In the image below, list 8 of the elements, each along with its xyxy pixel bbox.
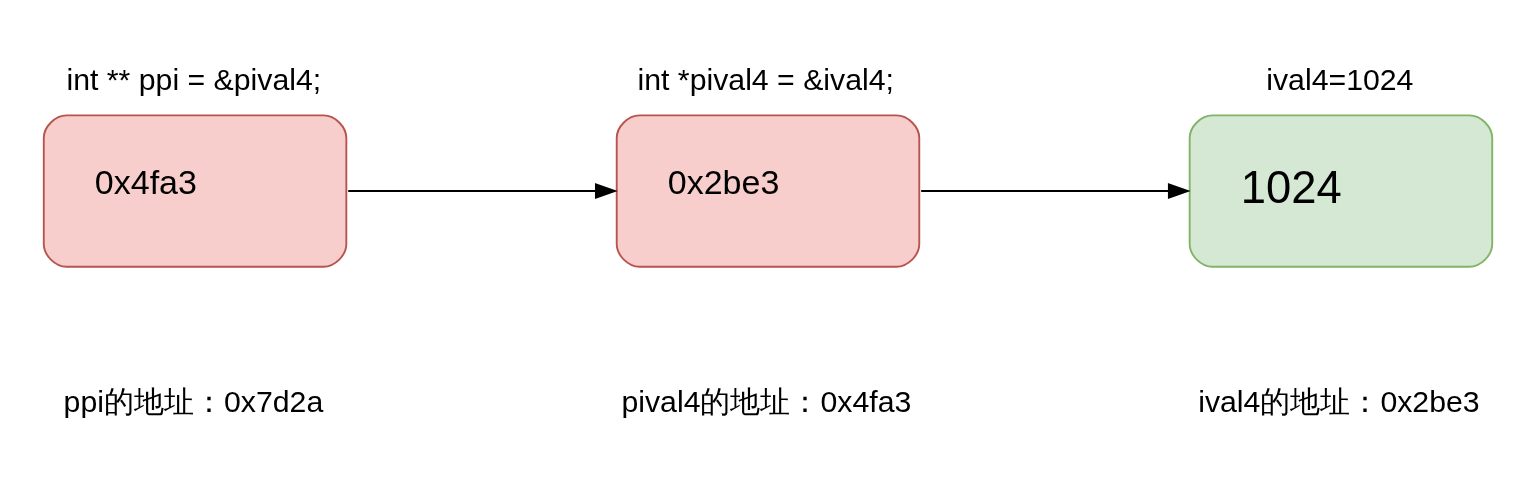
node-label: ival4的地址：0x2be3 [1198,384,1480,418]
node-label: ival4=1024 [1266,63,1414,97]
node-label: pival4的地址：0x4fa3 [621,384,912,418]
arrow [347,183,618,199]
node-label: int ** ppi = &pival4; [66,63,322,97]
node-label: int *pival4 = &ival4; [637,63,894,97]
node-label: ppi的地址：0x7d2a [63,384,324,418]
arrow [920,183,1191,199]
